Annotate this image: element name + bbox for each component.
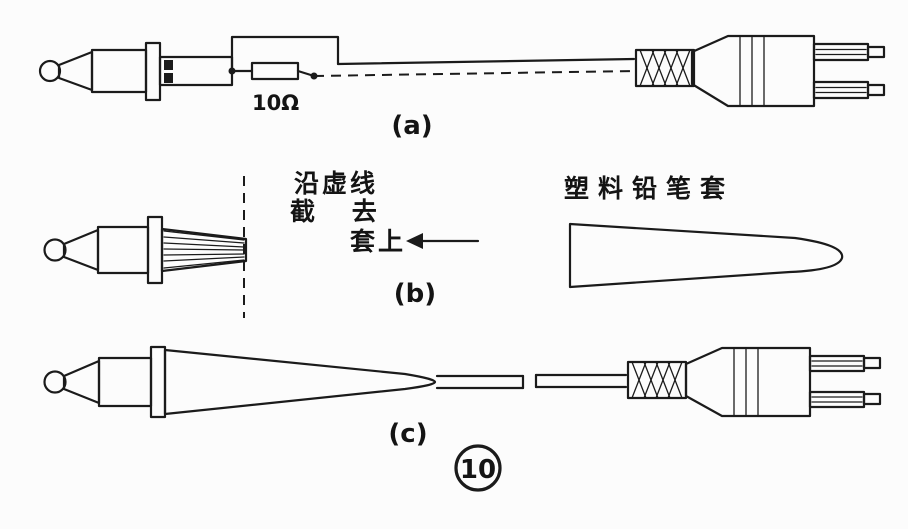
plug-c (684, 346, 882, 418)
plug-pins-c (808, 354, 882, 409)
assembled-probe (43, 345, 437, 419)
figure-number: 10 (460, 455, 496, 485)
panel-a: 10Ω (38, 34, 886, 141)
figure-number-badge: 10 (454, 444, 502, 492)
pencil-cap (568, 222, 844, 289)
probe-tip-b (43, 215, 248, 285)
plug-a (690, 34, 886, 108)
plug-pins-a (812, 42, 886, 100)
left-arrow-icon (406, 233, 480, 249)
probe-cap-body (163, 348, 437, 416)
panel-b: 沿虚线 截 去 套上 塑料铅笔套 (b) (43, 169, 844, 318)
cut-cone (160, 227, 248, 273)
caption-c: (c) (388, 419, 427, 449)
cable-wrap-a (634, 48, 696, 88)
slip-on-label: 套上 (349, 227, 406, 256)
caption-a: (a) (391, 111, 432, 141)
panel-c: (c) (43, 345, 882, 449)
cable-a (313, 57, 636, 77)
resistor-value-label: 10Ω (252, 91, 299, 115)
pencil-cap-label: 塑料铅笔套 (564, 174, 734, 203)
cut-note-line1: 沿虚线 (294, 169, 378, 198)
resistor-body (250, 61, 300, 81)
cable-wrap-c (626, 360, 688, 400)
cable-break-c (435, 373, 628, 390)
caption-b: (b) (394, 279, 436, 309)
cut-note-line2: 截 去 (290, 197, 391, 226)
resistor-circuit (228, 35, 340, 81)
probe-tip-a (38, 41, 234, 102)
